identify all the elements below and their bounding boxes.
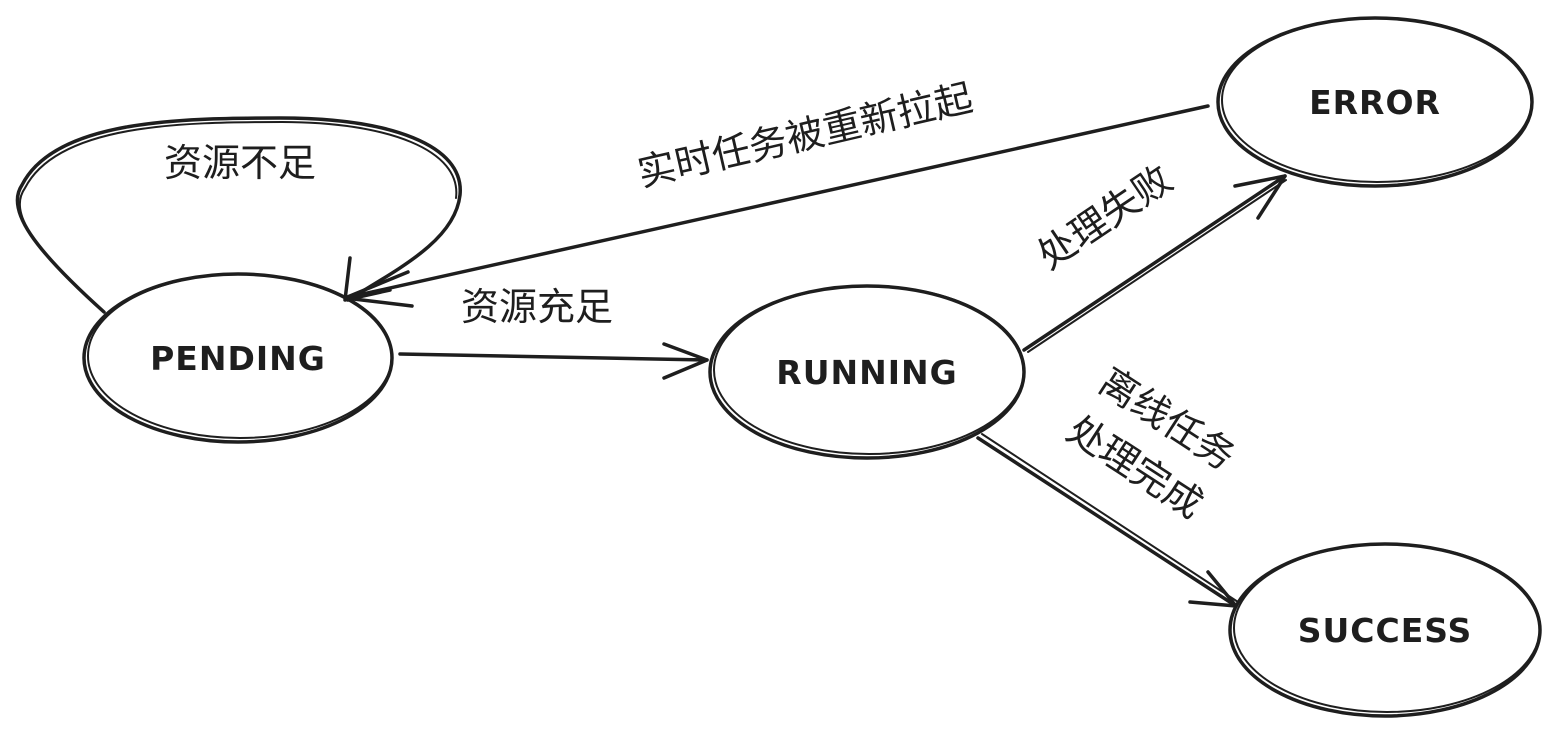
edge-error-to-pending-arrowhead — [343, 270, 414, 308]
edge-error-to-pending: 实时任务被重新拉起 — [343, 75, 1210, 308]
node-error-label: ERROR — [1309, 83, 1441, 122]
edge-pending-self-line — [15, 116, 462, 314]
node-error[interactable]: ERROR — [1216, 16, 1534, 188]
node-error-shape-sketch — [1221, 17, 1533, 183]
node-running-shape-sketch — [713, 285, 1025, 455]
edge-running-to-error-arrowhead — [1233, 174, 1287, 220]
node-pending-shape-sketch — [87, 273, 393, 439]
node-running[interactable]: RUNNING — [708, 284, 1026, 460]
edge-pending-self-label: 资源不足 — [164, 141, 316, 185]
edge-pending-to-running-label: 资源充足 — [461, 285, 613, 329]
edge-pending-to-running-line — [398, 352, 709, 362]
node-success-shape-sketch — [1233, 543, 1541, 713]
edge-running-to-error: 处理失败 — [1022, 156, 1287, 353]
edge-running-to-success-line-sketch — [981, 433, 1239, 603]
node-pending-label: PENDING — [150, 339, 326, 378]
edge-pending-to-running: 资源充足 — [398, 285, 709, 380]
node-success[interactable]: SUCCESS — [1228, 542, 1542, 718]
edge-pending-self-arrowhead — [343, 256, 392, 302]
edge-pending-to-running-arrowhead — [662, 342, 709, 380]
edge-running-to-success-arrowhead — [1188, 570, 1238, 608]
edge-error-to-pending-line — [343, 104, 1210, 300]
edge-running-to-error-line-sketch — [1027, 179, 1287, 353]
edge-running-to-error-line — [1022, 174, 1287, 352]
node-pending[interactable]: PENDING — [82, 272, 394, 444]
edge-running-to-success-line — [976, 436, 1238, 608]
edge-pending-self-loop: 资源不足 — [15, 116, 462, 314]
edge-pending-self-line-sketch — [18, 121, 458, 311]
node-success-label: SUCCESS — [1298, 611, 1473, 650]
edge-error-to-pending-label: 实时任务被重新拉起 — [634, 75, 977, 195]
node-running-label: RUNNING — [776, 353, 957, 392]
